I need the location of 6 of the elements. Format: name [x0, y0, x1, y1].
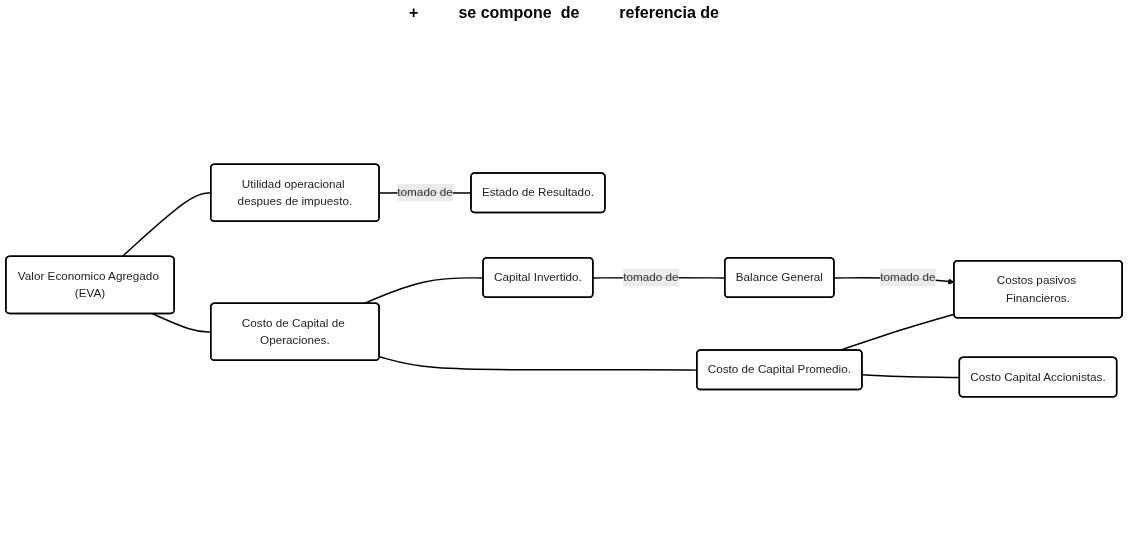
note-text: se compone de — [458, 4, 580, 22]
edge-label: tomado de — [880, 270, 936, 284]
edge-label: tomado de — [623, 270, 679, 284]
note-text: referencia de — [619, 4, 719, 22]
edge-label: tomado de — [397, 186, 453, 199]
note-text: + — [409, 4, 419, 22]
